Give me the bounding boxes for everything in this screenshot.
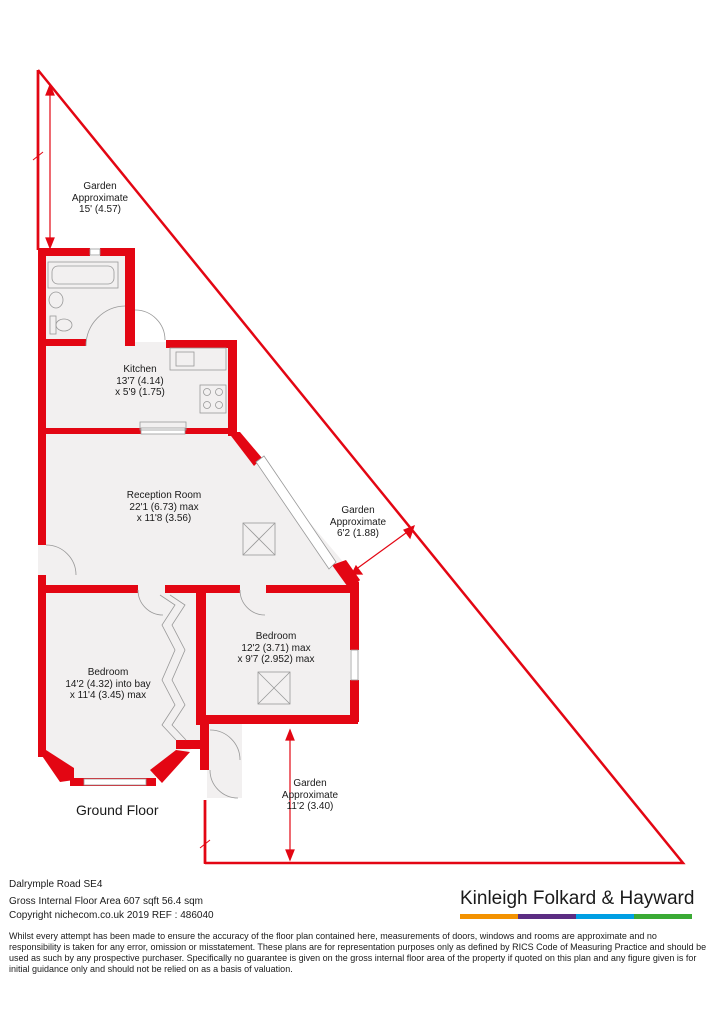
dimension-arrows [45, 83, 415, 862]
garden-bottom-label: Garden Approximate 11'2 (3.40) [270, 778, 350, 813]
kitchen-label: Kitchen 13'7 (4.14) x 5'9 (1.75) [100, 364, 180, 399]
bar-segment-3 [576, 914, 634, 919]
bedroom-left-dim1: 14'2 (4.32) into bay [65, 678, 151, 690]
garden-top-label: Garden Approximate 15' (4.57) [45, 181, 155, 216]
windows [83, 248, 359, 786]
address: Dalrymple Road SE4 [9, 879, 103, 890]
garden-bottom-line1: Approximate [281, 789, 339, 801]
reception-label: Reception Room 22'1 (6.73) max x 11'8 (3… [104, 490, 224, 525]
property-info: Dalrymple Road SE4 Gross Internal Floor … [9, 878, 214, 923]
disclaimer: Whilst every attempt has been made to en… [9, 931, 707, 974]
kitchen-dim2: x 5'9 (1.75) [115, 387, 165, 398]
agent-logo: Kinleigh Folkard & Hayward [460, 887, 695, 919]
garden-middle-line1: Approximate [329, 516, 387, 528]
garden-bottom-name: Garden [293, 778, 327, 789]
bedroom-right-dim2: x 9'7 (2.952) max [237, 654, 315, 665]
garden-middle-name: Garden [341, 505, 375, 516]
bedroom-left-dim2: x 11'4 (3.45) max [69, 690, 147, 701]
floor-title: Ground Floor [76, 802, 159, 818]
garden-top-line2: 15' (4.57) [79, 204, 121, 215]
bedroom-right-name: Bedroom [255, 631, 297, 642]
floor-area: Gross Internal Floor Area 607 sqft 56.4 … [9, 896, 203, 907]
basin [48, 291, 64, 309]
reception-name: Reception Room [126, 490, 202, 501]
agent-color-bar [460, 914, 692, 919]
bedroom-right-dim1: 12'2 (3.71) max [241, 642, 311, 654]
reception-dim2: x 11'8 (3.56) [136, 513, 192, 524]
bar-segment-2 [518, 914, 576, 919]
copyright: Copyright nichecom.co.uk 2019 REF : 4860… [9, 910, 214, 921]
fixtures [45, 261, 291, 799]
agent-name: Kinleigh Folkard & Hayward [460, 888, 695, 909]
garden-top-name: Garden [83, 181, 117, 192]
skylight-bedroom [257, 671, 291, 705]
bedroom-left-label: Bedroom 14'2 (4.32) into bay x 11'4 (3.4… [48, 667, 168, 702]
walls [38, 248, 360, 786]
bar-segment-1 [460, 914, 518, 919]
bedroom-left-name: Bedroom [87, 667, 129, 678]
garden-top-line1: Approximate [71, 192, 129, 204]
garden-bottom-line2: 11'2 (3.40) [286, 801, 334, 812]
kitchen-dim1: 13'7 (4.14) [116, 375, 164, 387]
garden-middle-label: Garden Approximate 6'2 (1.88) [318, 505, 398, 540]
dimension-ticks [32, 151, 211, 849]
sink [169, 347, 227, 371]
bar-segment-4 [634, 914, 692, 919]
floor-fill [45, 256, 350, 798]
bath [47, 261, 119, 289]
toilet-bowl [55, 318, 73, 332]
reception-dim1: 22'1 (6.73) max [129, 501, 199, 513]
garden-middle-line2: 6'2 (1.88) [337, 528, 379, 539]
bedroom-right-label: Bedroom 12'2 (3.71) max x 9'7 (2.952) ma… [216, 631, 336, 666]
hob [199, 384, 227, 414]
kitchen-name: Kitchen [123, 364, 157, 375]
skylight-reception [242, 522, 276, 556]
